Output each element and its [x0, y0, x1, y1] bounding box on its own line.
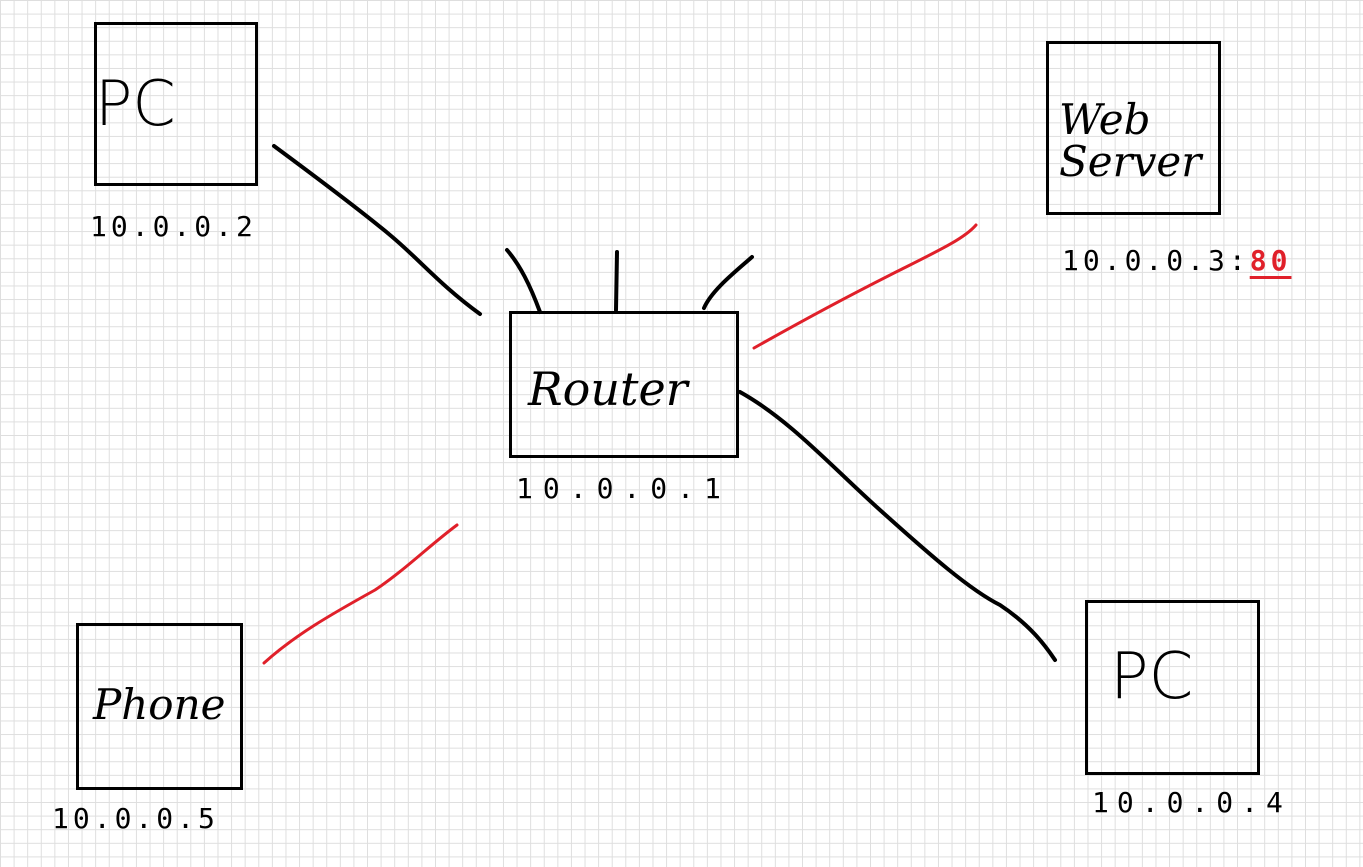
router-ip: 10.0.0.1 — [516, 472, 731, 505]
link-router-phone — [262, 523, 459, 665]
web-server-node: Web Server — [1046, 41, 1221, 215]
pc-node-bottom-right: PC — [1085, 600, 1260, 775]
phone-ip: 10.0.0.5 — [52, 802, 219, 835]
link-router-web-server — [752, 223, 978, 350]
web-server-ip-address: 10.0.0.3: — [1062, 244, 1250, 277]
router-antenna-left — [505, 248, 542, 314]
pc-node-label: PC — [95, 67, 176, 140]
phone-node: Phone — [76, 623, 243, 790]
router-label: Router — [528, 362, 688, 416]
pc-top-left-ip: 10.0.0.2 — [90, 210, 257, 243]
pc-node-top-left: PC — [94, 22, 258, 186]
router-node: Router — [509, 311, 739, 458]
link-router-pc-bottom-right — [738, 390, 1057, 662]
router-antenna-right — [702, 255, 754, 310]
router-antenna-middle — [614, 250, 619, 312]
phone-label: Phone — [93, 680, 226, 729]
pc-bottom-right-ip: 10.0.0.4 — [1092, 786, 1291, 819]
web-server-label: Web Server — [1059, 95, 1202, 186]
web-server-ip: 10.0.0.3:80 — [1062, 244, 1291, 277]
link-pc-top-left-router — [272, 144, 482, 316]
web-server-port: 80 — [1249, 244, 1292, 277]
pc-node-label: PC — [1110, 640, 1194, 714]
